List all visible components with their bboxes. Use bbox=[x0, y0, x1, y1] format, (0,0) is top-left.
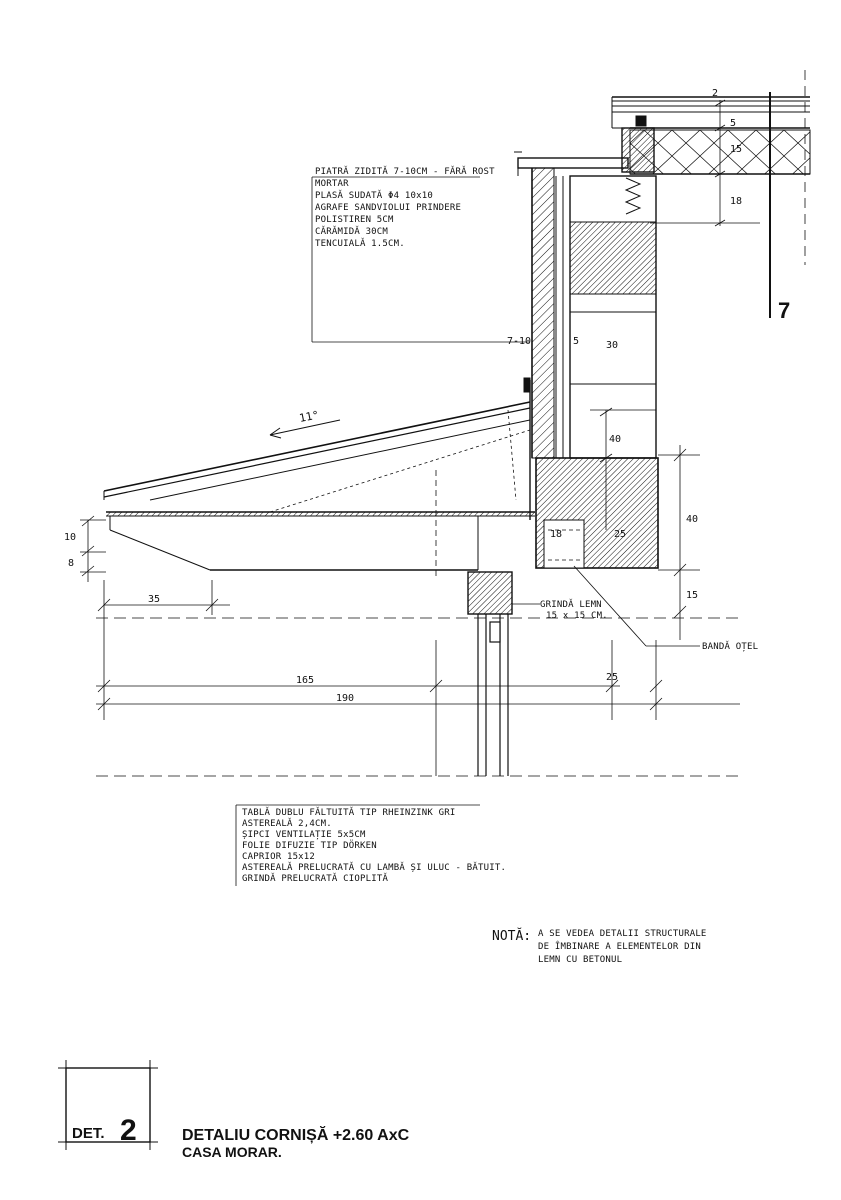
det-label: DET. bbox=[72, 1125, 105, 1142]
dim-15-top: 15 bbox=[730, 144, 742, 155]
roof-note-1: TABLĂ DUBLU FĂLTUITĂ TIP RHEINZINK GRI bbox=[242, 806, 456, 818]
dim-5: 5 bbox=[730, 118, 736, 129]
wall-note-2: MORTAR bbox=[315, 179, 349, 189]
roof-note-3: ȘIPCI VENTILAȚIE 5x5CM bbox=[242, 830, 366, 840]
title-line-2: CASA MORAR. bbox=[182, 1144, 282, 1160]
ring-beam bbox=[535, 457, 659, 569]
wall-note-1: PIATRĂ ZIDITĂ 7-10CM - FĂRĂ ROST bbox=[315, 165, 495, 177]
wall-note-7: TENCUIALĂ 1.5CM. bbox=[315, 237, 405, 249]
dim-25-bottom: 25 bbox=[606, 672, 618, 683]
dim-2: 2 bbox=[712, 88, 718, 99]
dim-35: 35 bbox=[148, 594, 160, 605]
dim-15-right: 15 bbox=[686, 590, 698, 601]
left-dimension-lines bbox=[80, 515, 106, 582]
wall-notes-leader bbox=[311, 176, 530, 343]
axis-line bbox=[769, 70, 806, 318]
dim-40-right: 40 bbox=[686, 514, 698, 525]
steel-band-label: BANDĂ OȚEL bbox=[702, 640, 758, 652]
wall-note-5: POLISTIREN 5CM bbox=[315, 215, 394, 225]
det-number: 2 bbox=[120, 1114, 137, 1147]
bottom-dimension-lines bbox=[96, 470, 740, 777]
dim-18-mid: 18 bbox=[550, 529, 562, 540]
dim-7-10: 7-10 bbox=[507, 336, 531, 347]
dim-25-beam: 25 bbox=[614, 529, 626, 540]
title-line-1: DETALIU CORNIȘĂ +2.60 AxC bbox=[182, 1125, 410, 1144]
dim-18-top: 18 bbox=[730, 196, 742, 207]
note-label: NOTĂ: bbox=[492, 928, 531, 944]
slope-arrow bbox=[269, 419, 341, 439]
roof-note-7: GRINDĂ PRELUCRATĂ CIOPLITĂ bbox=[242, 872, 388, 884]
upper-floor-slab bbox=[611, 96, 811, 175]
wall-note-3: PLASĂ SUDATĂ Φ4 10x10 bbox=[315, 189, 433, 201]
roof-notes-leader bbox=[235, 804, 480, 886]
timber-column bbox=[477, 614, 509, 776]
slope-label: 11° bbox=[298, 408, 320, 425]
roof-note-4: FOLIE DIFUZIE TIP DÖRKEN bbox=[242, 840, 377, 851]
wall-note-4: AGRAFE SANDVIOLUI PRINDERE bbox=[315, 203, 461, 213]
right-dimension-lines bbox=[658, 445, 700, 640]
timber-beam bbox=[467, 571, 513, 615]
det-box bbox=[58, 1060, 158, 1150]
note-block: NOTĂ: A SE VEDEA DETALII STRUCTURALE DE … bbox=[492, 928, 707, 965]
wall-notes: PIATRĂ ZIDITĂ 7-10CM - FĂRĂ ROST MORTAR … bbox=[315, 165, 495, 249]
sheet-number: 7 bbox=[778, 298, 790, 323]
wall-section bbox=[514, 151, 657, 459]
dim-165: 165 bbox=[296, 675, 314, 686]
insulation-zigzag bbox=[624, 177, 642, 215]
beam-label-2: 15 x 15 CM. bbox=[546, 611, 608, 621]
dim-30: 30 bbox=[606, 340, 618, 351]
dim-10: 10 bbox=[64, 532, 76, 543]
roof-notes: TABLĂ DUBLU FĂLTUITĂ TIP RHEINZINK GRI A… bbox=[242, 806, 506, 884]
roof-note-5: CAPRIOR 15x12 bbox=[242, 852, 315, 862]
top-dimension-lines bbox=[650, 99, 760, 227]
note-line-1: A SE VEDEA DETALII STRUCTURALE bbox=[538, 929, 707, 939]
note-line-3: LEMN CU BETONUL bbox=[538, 955, 622, 965]
beam-label-1: GRINDĂ LEMN bbox=[540, 598, 602, 610]
wall-note-6: CĂRĂMIDĂ 30CM bbox=[315, 225, 388, 237]
roof-canopy bbox=[103, 377, 535, 571]
roof-note-6: ASTEREALĂ PRELUCRATĂ CU LAMBĂ ȘI ULUC - … bbox=[242, 861, 506, 873]
dim-5-wall: 5 bbox=[573, 336, 579, 347]
dim-40-inner: 40 bbox=[609, 434, 621, 445]
steel-band-leader bbox=[573, 565, 700, 647]
dim-190: 190 bbox=[336, 693, 354, 704]
roof-note-2: ASTEREALĂ 2,4CM. bbox=[242, 817, 332, 829]
dim-8: 8 bbox=[68, 558, 74, 569]
note-line-2: DE ÎMBINARE A ELEMENTELOR DIN bbox=[538, 940, 701, 952]
